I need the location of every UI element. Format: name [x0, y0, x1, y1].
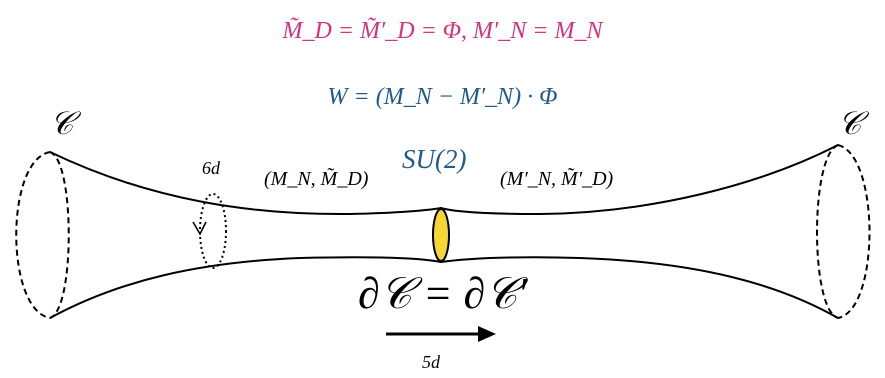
direction-arrow-head — [478, 326, 496, 342]
boundary-equation: ∂𝒞 = ∂𝒞′ — [0, 268, 885, 319]
circle-dimension-label: 6d — [202, 158, 220, 179]
curve-label-left: 𝒞 — [50, 104, 73, 143]
curve-label-right: 𝒞 — [838, 104, 861, 143]
equation-superpotential: W = (M_N − M′_N) · Φ — [0, 84, 885, 111]
equation-top: M̃_D = M̃′_D = Φ, M′_N = M_N — [0, 18, 885, 45]
right-fields-label: (M′_N, M̃′_D) — [500, 168, 613, 191]
yellow-disk — [433, 209, 449, 261]
gauge-group-label: SU(2) — [402, 144, 466, 175]
left-fields-label: (M_N, M̃_D) — [264, 168, 368, 191]
arrow-dimension-label: 5d — [422, 352, 440, 373]
